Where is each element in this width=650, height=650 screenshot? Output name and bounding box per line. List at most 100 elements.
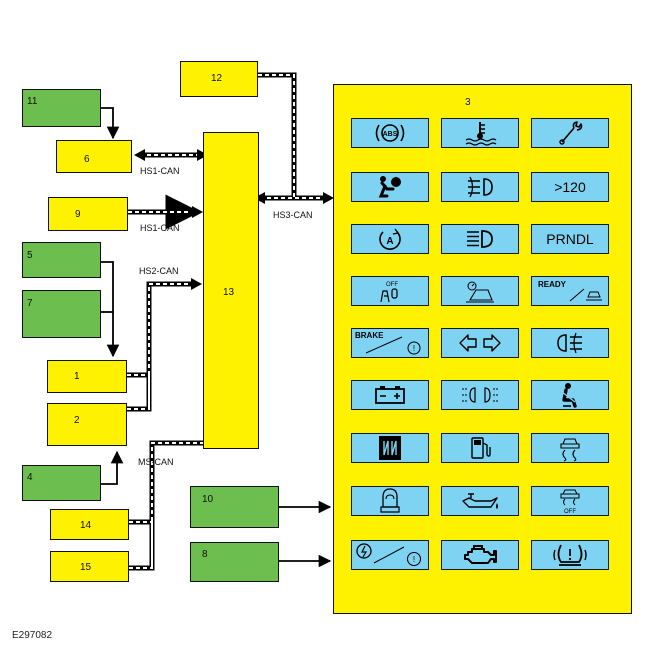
module-5-label: 5 bbox=[27, 250, 33, 261]
tile-traction-off: OFF bbox=[531, 486, 609, 516]
powertrain-fault-icon: ! bbox=[356, 543, 422, 567]
traction-off-label: OFF bbox=[564, 509, 576, 515]
driver-seat-icon bbox=[380, 488, 400, 513]
module-9-label: 9 bbox=[75, 209, 81, 220]
front-fog-lamp-icon bbox=[468, 176, 493, 198]
engine-icon bbox=[464, 545, 497, 564]
wire-11-to-6 bbox=[101, 107, 120, 140]
module-11: 11 bbox=[22, 89, 101, 127]
module-7: 7 bbox=[22, 290, 101, 338]
seat-belt-icon bbox=[561, 383, 577, 408]
tile-brake: BRAKE ! bbox=[351, 328, 429, 358]
tile-oil-pressure bbox=[441, 486, 519, 516]
bus-label-hs1-lower: HS1-CAN bbox=[140, 223, 180, 233]
brake-warning-icon: BRAKE ! bbox=[355, 331, 421, 355]
bus-hs2-base bbox=[127, 281, 196, 412]
figure-code: E297082 bbox=[12, 630, 53, 641]
module-10-label: 10 bbox=[202, 494, 214, 505]
auto-start-stop-icon: A bbox=[379, 228, 401, 250]
module-14-label: 14 bbox=[80, 520, 92, 531]
tile-tpms bbox=[531, 540, 609, 570]
module-8: 8 bbox=[190, 542, 279, 582]
traction-control-icon bbox=[560, 438, 580, 462]
module-10: 10 bbox=[190, 486, 279, 528]
passenger-airbag-off-icon: OFF bbox=[380, 282, 398, 303]
tile-abs: ABS bbox=[351, 118, 429, 148]
tile-powertrain-fault: ! bbox=[351, 540, 429, 570]
module-13-label: 13 bbox=[223, 287, 235, 298]
airbag-icon bbox=[378, 176, 401, 198]
tile-prndl: PRNDL bbox=[531, 224, 609, 254]
bus-label-hs1-upper: HS1-CAN bbox=[140, 166, 180, 176]
tile-battery bbox=[351, 380, 429, 410]
module-12: 12 bbox=[180, 61, 258, 97]
tile-turn-signals bbox=[441, 328, 519, 358]
wrench-icon bbox=[559, 121, 583, 145]
svg-text:A: A bbox=[386, 236, 393, 247]
module-4: 4 bbox=[22, 465, 101, 501]
cruise-control-icon bbox=[466, 281, 494, 303]
module-12-label: 12 bbox=[211, 73, 223, 84]
airbag-off-label: OFF bbox=[386, 282, 398, 288]
tile-engine bbox=[441, 540, 519, 570]
module-6: 6 bbox=[56, 140, 132, 173]
tile-low-fuel bbox=[441, 433, 519, 463]
tile-airbag bbox=[351, 172, 429, 202]
speed-warning-text: >120 bbox=[554, 179, 586, 195]
tile-traction bbox=[531, 433, 609, 463]
bus-label-ms: MS-CAN bbox=[138, 457, 174, 467]
tile-passenger-airbag-off: OFF bbox=[351, 276, 429, 306]
svg-text:ABS: ABS bbox=[383, 131, 398, 138]
tile-speed-warning: >120 bbox=[531, 172, 609, 202]
module-4-label: 4 bbox=[27, 472, 33, 483]
traction-control-off-icon: OFF bbox=[560, 489, 580, 515]
abs-icon: ABS bbox=[375, 124, 405, 142]
steering-lock-icon bbox=[379, 436, 401, 460]
module-2-label: 2 bbox=[74, 415, 80, 426]
wire-4-to-2 bbox=[101, 450, 124, 485]
module-14: 14 bbox=[50, 509, 129, 540]
tile-side-lamps bbox=[441, 380, 519, 410]
tile-front-fog bbox=[441, 172, 519, 202]
battery-icon bbox=[375, 386, 405, 404]
module-15-label: 15 bbox=[80, 562, 92, 573]
svg-text:!: ! bbox=[413, 555, 415, 564]
oil-pressure-icon bbox=[462, 493, 498, 509]
bus-label-hs3: HS3-CAN bbox=[273, 210, 313, 220]
turn-signal-icon bbox=[459, 334, 501, 352]
module-3-label: 3 bbox=[465, 97, 471, 108]
module-9: 9 bbox=[48, 197, 128, 231]
tile-service bbox=[531, 118, 609, 148]
coolant-temperature-icon bbox=[465, 122, 497, 146]
brake-label: BRAKE bbox=[355, 331, 384, 340]
wire-5-to-1 bbox=[101, 261, 120, 358]
high-beam-icon bbox=[467, 230, 493, 248]
module-1: 1 bbox=[47, 360, 127, 393]
tile-steering-lock bbox=[351, 433, 429, 463]
module-7-label: 7 bbox=[27, 298, 33, 309]
prndl-text: PRNDL bbox=[546, 231, 594, 247]
ready-label: READY bbox=[538, 280, 567, 289]
tile-coolant bbox=[441, 118, 519, 148]
module-13: 13 bbox=[203, 132, 259, 449]
ready-icon: READY bbox=[538, 280, 602, 302]
module-6-label: 6 bbox=[84, 154, 90, 165]
bus-label-hs2: HS2-CAN bbox=[139, 266, 179, 276]
tile-seat-belt bbox=[531, 380, 609, 410]
tile-driver-seat bbox=[351, 486, 429, 516]
tire-pressure-icon bbox=[553, 544, 587, 566]
tile-auto-start-stop: A bbox=[351, 224, 429, 254]
module-8-label: 8 bbox=[202, 549, 208, 560]
side-lamps-icon bbox=[462, 387, 498, 403]
module-5: 5 bbox=[22, 242, 101, 278]
tile-high-beam bbox=[441, 224, 519, 254]
module-1-label: 1 bbox=[74, 371, 80, 382]
low-fuel-icon bbox=[471, 437, 491, 459]
tile-ready: READY bbox=[531, 276, 609, 306]
instrument-cluster: 3 ABS bbox=[333, 84, 632, 614]
module-11-label: 11 bbox=[27, 96, 38, 107]
rear-fog-lamp-icon bbox=[557, 332, 582, 354]
tile-rear-fog bbox=[531, 328, 609, 358]
